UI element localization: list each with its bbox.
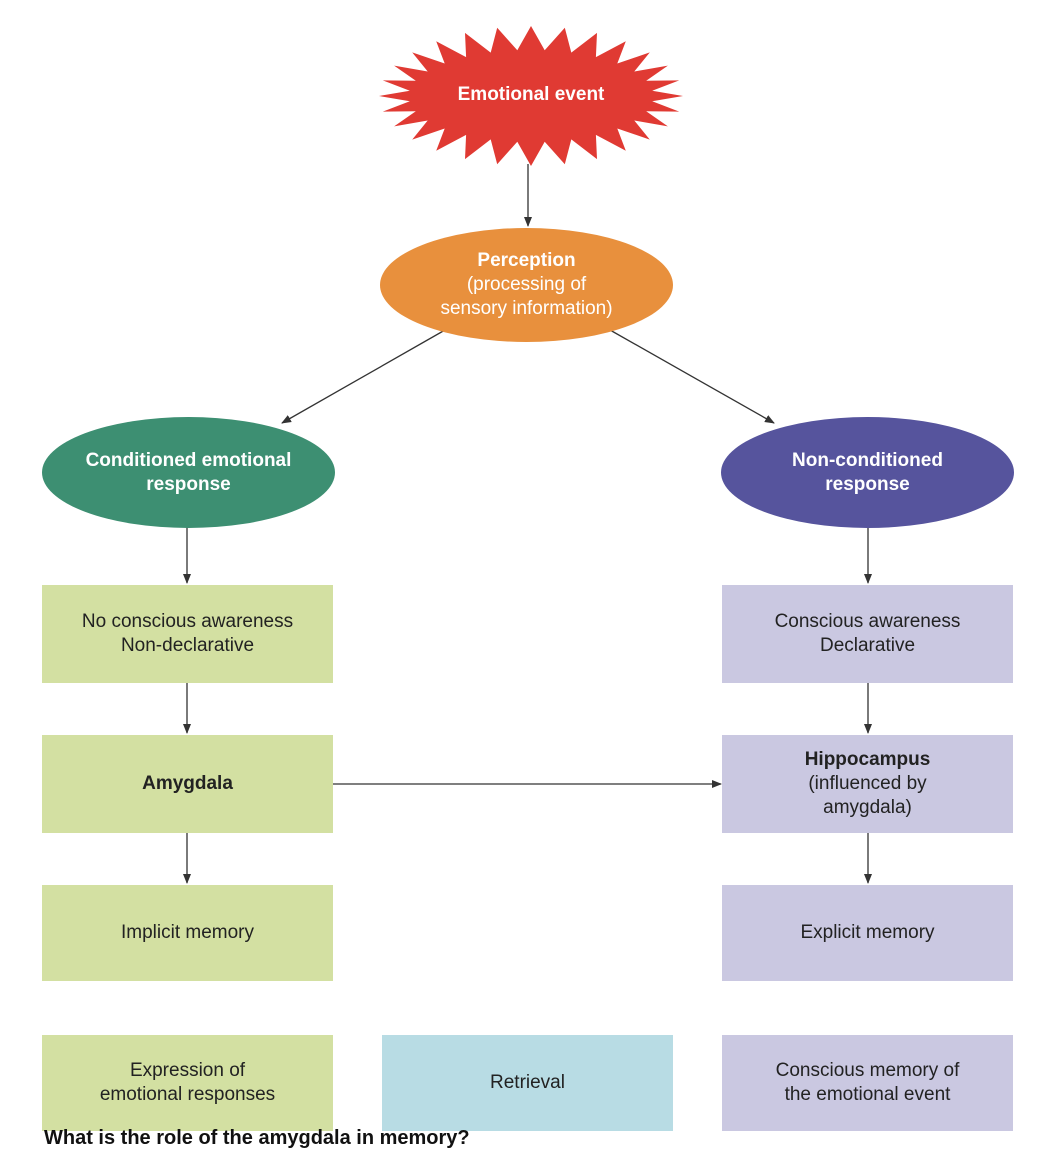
- hippocampus-title: Hippocampus: [804, 749, 931, 770]
- conditioned-response-node: Conditioned emotional response: [42, 417, 335, 528]
- right-awareness-line-2: Declarative: [819, 635, 916, 656]
- no-conscious-awareness-box: No conscious awareness Non-declarative: [42, 585, 333, 683]
- hippocampus-box: Hippocampus (influenced by amygdala): [722, 735, 1013, 833]
- hippocampus-line-2: amygdala): [823, 797, 912, 818]
- explicit-memory-box: Explicit memory: [722, 885, 1013, 981]
- retrieval-box: Retrieval: [382, 1035, 673, 1131]
- perception-title: Perception: [477, 250, 576, 271]
- conscious-awareness-box: Conscious awareness Declarative: [722, 585, 1013, 683]
- retrieval-label: Retrieval: [490, 1072, 565, 1093]
- emotional-event-label: Emotional event: [457, 84, 605, 105]
- arrow-perception-to-nonconditioned: [609, 329, 775, 424]
- nonconditioned-response-node: Non-conditioned response: [721, 417, 1014, 528]
- amygdala-box: Amygdala: [42, 735, 333, 833]
- conditioned-line-1: Conditioned emotional: [85, 449, 292, 471]
- conscious-memory-box: Conscious memory of the emotional event: [722, 1035, 1013, 1131]
- implicit-memory-label: Implicit memory: [120, 922, 254, 943]
- expression-line-1: Expression of: [129, 1060, 246, 1081]
- left-awareness-line-2: Non-declarative: [120, 635, 255, 656]
- question-text: What is the role of the amygdala in memo…: [44, 1127, 470, 1149]
- explicit-memory-label: Explicit memory: [800, 922, 935, 943]
- perception-line-1: (processing of: [466, 274, 587, 295]
- conscious-memory-line-2: the emotional event: [784, 1084, 951, 1105]
- arrow-perception-to-conditioned: [281, 329, 446, 424]
- hippocampus-line-1: (influenced by: [808, 773, 927, 794]
- starburst-icon: [379, 26, 683, 166]
- amygdala-label: Amygdala: [142, 773, 233, 794]
- perception-line-2: sensory information): [440, 298, 613, 319]
- implicit-memory-box: Implicit memory: [42, 885, 333, 981]
- left-awareness-line-1: No conscious awareness: [81, 611, 294, 632]
- nonconditioned-line-2: response: [825, 473, 910, 495]
- expression-box: Expression of emotional responses: [42, 1035, 333, 1131]
- expression-line-2: emotional responses: [99, 1084, 276, 1105]
- perception-node: Perception (processing of sensory inform…: [380, 228, 673, 342]
- conscious-memory-line-1: Conscious memory of: [775, 1060, 960, 1081]
- nonconditioned-line-1: Non-conditioned: [792, 449, 943, 471]
- right-awareness-line-1: Conscious awareness: [774, 611, 961, 632]
- conditioned-line-2: response: [146, 473, 231, 495]
